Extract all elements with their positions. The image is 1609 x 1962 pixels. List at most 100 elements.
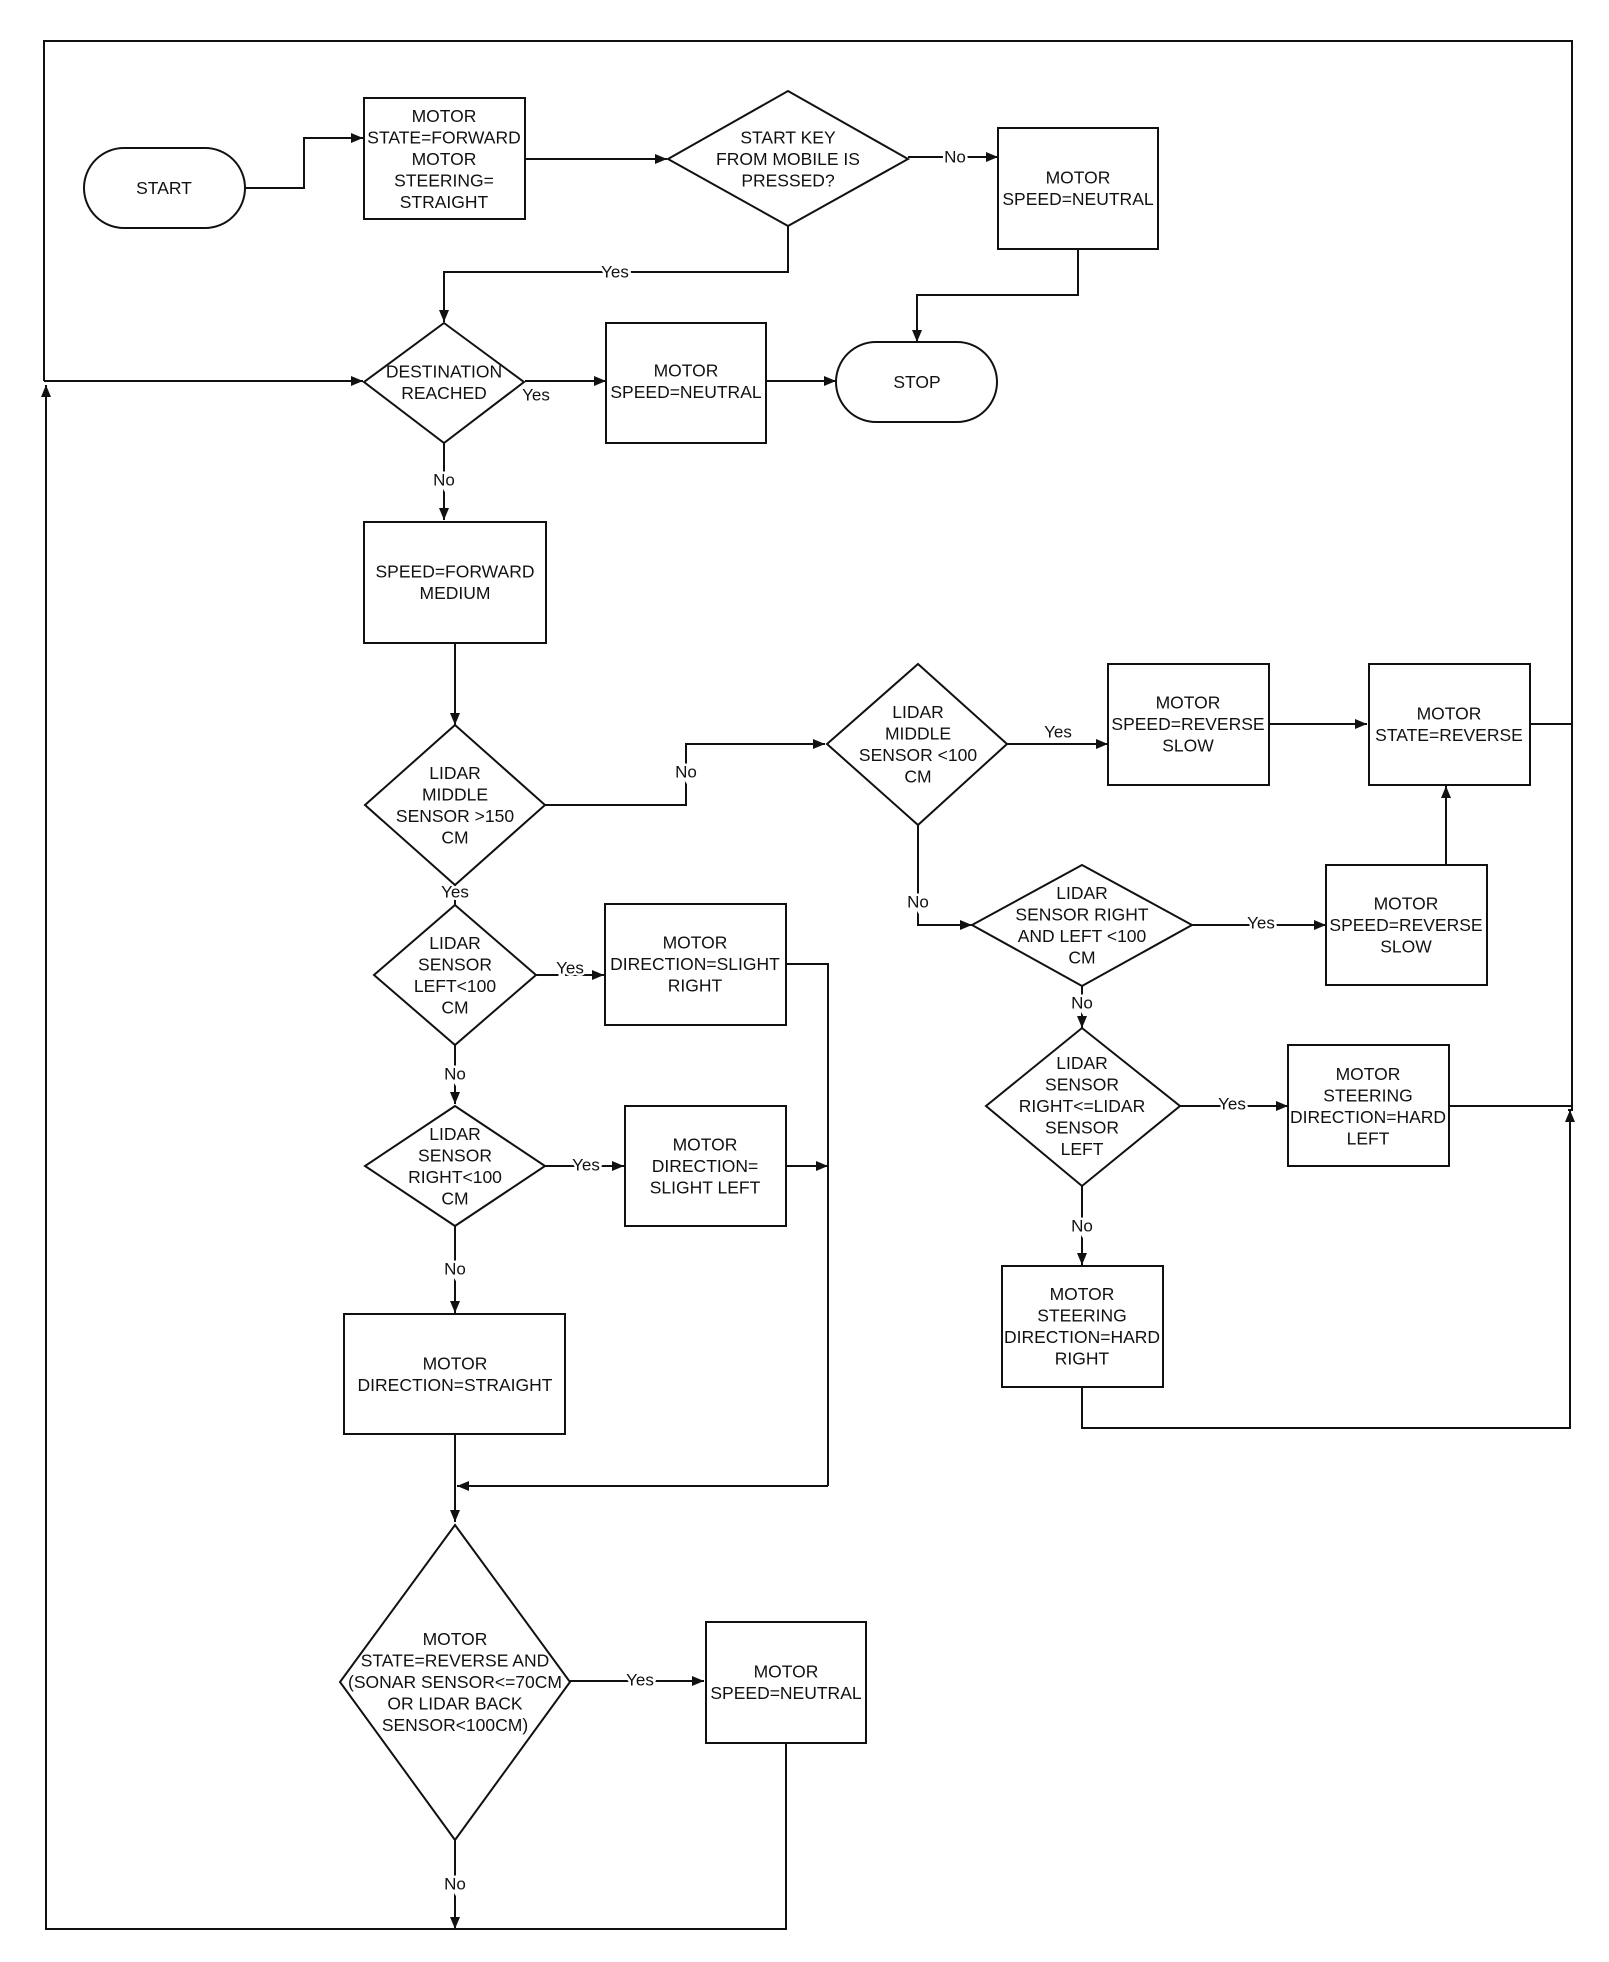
node-label-line: LIDAR	[429, 763, 481, 783]
node-label-line: MOTOR	[654, 360, 719, 380]
node-label-line: LIDAR	[892, 702, 944, 722]
node-label-line: SPEED=REVERSE	[1329, 915, 1482, 935]
node-label-line: STEERING	[1037, 1305, 1126, 1325]
edge-label-destination-yes: Yes	[522, 386, 550, 405]
node-label-line: CM	[441, 827, 468, 847]
node-label-line: STATE=FORWARD	[367, 128, 520, 148]
node-label-line: STOP	[893, 372, 940, 392]
node-label-line: LEFT	[1061, 1139, 1104, 1159]
node-label-line: START	[136, 178, 192, 198]
edge-start-to-init	[245, 133, 363, 189]
node-label-line: START KEY	[740, 128, 836, 148]
edge-label-middle-gt150-no: No	[675, 763, 697, 782]
node-label-line: MOTOR	[754, 1661, 819, 1681]
edge-neutral-top-to-stop	[912, 249, 1079, 342]
node-label-line: MOTOR	[663, 933, 728, 953]
node-label-line: SENSOR RIGHT	[1015, 904, 1149, 924]
node-label-line: STRAIGHT	[400, 192, 489, 212]
node-label-line: SENSOR	[1045, 1118, 1119, 1138]
node-label-line: PRESSED?	[741, 171, 835, 191]
edge-label-middle-lt100-yes: Yes	[1044, 723, 1072, 742]
node-label-line: LIDAR	[1056, 1053, 1108, 1073]
connectors	[41, 40, 1575, 1930]
node-label-line: MOTOR	[412, 106, 477, 126]
edge-start-key-yes	[439, 226, 789, 322]
edge-label-start-key-no: No	[944, 148, 966, 167]
node-label-line: SLOW	[1380, 937, 1432, 957]
node-label-line: SENSOR >150	[396, 806, 514, 826]
edge-label-right-lt100-no: No	[444, 1260, 466, 1279]
node-label-line: MOTOR	[1046, 167, 1111, 187]
node-label-line: SENSOR	[1045, 1075, 1119, 1095]
stop-terminal-text: STOP	[893, 372, 940, 392]
node-label-line: SENSOR <100	[859, 745, 977, 765]
edge-label-right-lt100-yes: Yes	[572, 1156, 600, 1175]
node-label-line: MEDIUM	[420, 583, 491, 603]
node-label-line: MOTOR	[1374, 894, 1439, 914]
node-label-line: REACHED	[401, 383, 487, 403]
edge-label-start-key-yes: Yes	[601, 263, 629, 282]
node-label-line: MOTOR	[412, 149, 477, 169]
node-label-line: LIDAR	[1056, 883, 1108, 903]
node-label-line: SENSOR	[418, 1145, 492, 1165]
node-label-line: DIRECTION=	[652, 1156, 758, 1176]
node-label-line: DESTINATION	[386, 361, 502, 381]
node-label-line: MOTOR	[423, 1629, 488, 1649]
edge-neutral-bottom-to-loop	[41, 385, 787, 1930]
node-label-line: MOTOR	[1336, 1064, 1401, 1084]
node-label-line: LIDAR	[429, 933, 481, 953]
edge-label-destination-no: No	[433, 471, 455, 490]
node-label-line: MOTOR	[1417, 703, 1482, 723]
node-label-line: (SONAR SENSOR<=70CM	[348, 1672, 562, 1692]
node-label-line: RIGHT<=LIDAR	[1019, 1096, 1145, 1116]
node-label-line: RIGHT	[668, 976, 723, 996]
node-label-line: MOTOR	[1050, 1284, 1115, 1304]
node-label-line: SENSOR	[418, 954, 492, 974]
node-label-line: RIGHT<100	[408, 1167, 502, 1187]
edge-slight-right-to-merge	[786, 963, 829, 1486]
node-label-line: MIDDLE	[422, 784, 488, 804]
node-label-line: MIDDLE	[885, 723, 951, 743]
edge-hard-right-to-loop	[1081, 1110, 1575, 1429]
edge-label-reverse-no: No	[444, 1875, 466, 1894]
node-label-line: CM	[441, 1188, 468, 1208]
node-label-line: SENSOR<100CM)	[382, 1715, 528, 1735]
edge-label-left-lt100-no: No	[444, 1065, 466, 1084]
start-terminal-text: START	[136, 178, 192, 198]
node-label-line: OR LIDAR BACK	[387, 1694, 522, 1714]
edge-label-middle-lt100-no: No	[907, 893, 929, 912]
